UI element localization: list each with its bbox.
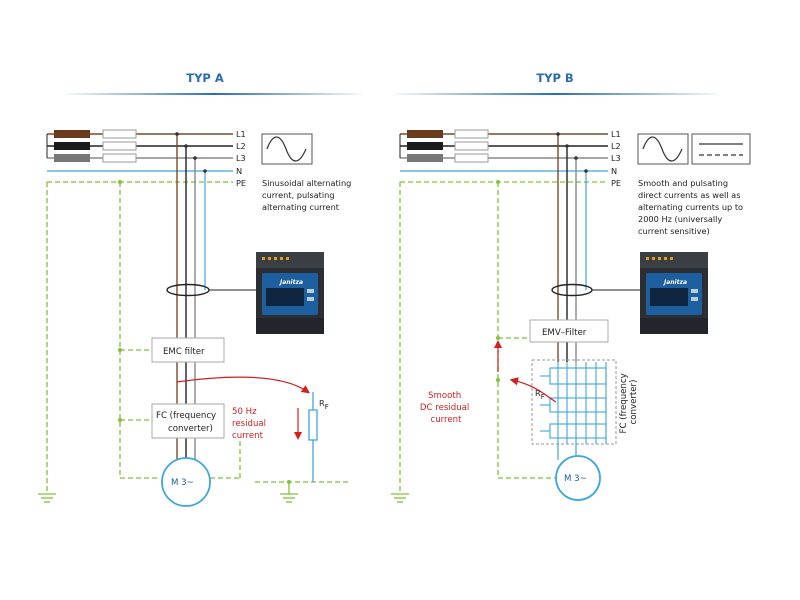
emc-filter-label-a: EMC filter <box>163 347 205 357</box>
panel-typ-a: TYP A L1 L2 L3 N PE <box>38 71 361 507</box>
sine-wave-icon <box>637 133 689 165</box>
line-label-pe-b: PE <box>611 178 621 188</box>
rcm-device-a: Janitza <box>256 252 324 334</box>
title-rule-b <box>395 93 717 95</box>
motor-label-b: M 3~ <box>564 474 587 484</box>
residual-label-b: Smooth DC residual current <box>420 391 472 425</box>
fc-label-a: FC (frequency converter) <box>156 411 219 434</box>
residual-current-path-b <box>509 377 557 403</box>
panel-typ-b: TYP B L1 L2 L3 N PE <box>391 71 751 503</box>
line-label-n-a: N <box>236 166 242 176</box>
residual-current-path-a <box>176 376 310 394</box>
panel-title-a: TYP A <box>186 71 224 85</box>
device-brand-b: Janitza <box>663 279 687 286</box>
line-label-l2-a: L2 <box>236 141 246 151</box>
fc-circuit-box-b <box>531 359 617 445</box>
device-brand-a: Janitza <box>279 279 303 286</box>
junctions-a <box>175 132 207 173</box>
line-label-n-b: N <box>611 166 617 176</box>
ground-icon <box>280 482 298 503</box>
pe-conductors-b <box>399 182 555 494</box>
motor-a <box>161 457 211 507</box>
arrow-up-icon <box>494 340 502 372</box>
panel-title-b: TYP B <box>536 71 573 85</box>
description-a: Sinusoidal alternating current, pulsatin… <box>262 178 354 212</box>
emv-filter-label-b: EMV–Filter <box>542 328 587 338</box>
line-label-pe-a: PE <box>236 178 246 188</box>
line-label-l1-b: L1 <box>611 129 621 139</box>
dc-dashed-wave-icon <box>691 133 751 165</box>
fc-box-a <box>151 403 225 439</box>
junctions-b <box>556 132 588 173</box>
line-label-l2-b: L2 <box>611 141 621 151</box>
motor-label-a: M 3~ <box>171 478 194 488</box>
rf-label-a: RF <box>319 398 329 411</box>
line-label-l3-b: L3 <box>611 153 621 163</box>
current-transformer-a <box>166 283 210 297</box>
busbars-a <box>46 129 233 183</box>
residual-label-a: 50 Hz residual current <box>232 407 269 441</box>
line-label-l1-a: L1 <box>236 129 246 139</box>
line-label-l3-a: L3 <box>236 153 246 163</box>
rf-resistor-a <box>308 409 318 441</box>
emc-filter-box-a <box>151 337 225 363</box>
fc-label-b: FC (frequency converter) <box>619 371 639 434</box>
emv-filter-box-b <box>529 319 609 343</box>
pe-junctions-b <box>496 180 500 382</box>
rcm-device-b: Janitza <box>640 252 708 334</box>
sine-wave-icon <box>261 133 313 165</box>
ground-icon <box>391 493 409 503</box>
busbars-b <box>399 129 608 183</box>
fc-circuit-b <box>540 362 607 444</box>
arrow-down-icon <box>294 408 302 440</box>
description-b: Smooth and pulsating direct currents as … <box>638 178 746 236</box>
title-rule-a <box>68 93 361 95</box>
ground-icon <box>38 493 56 503</box>
rf-label-b: RF <box>535 388 545 401</box>
motor-b <box>555 455 601 501</box>
pe-conductors-a <box>46 182 348 494</box>
